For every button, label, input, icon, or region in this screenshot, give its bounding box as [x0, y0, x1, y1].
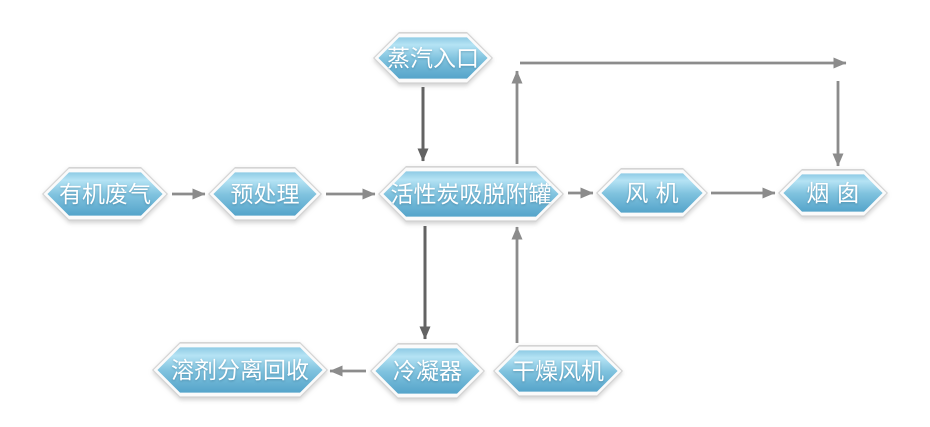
hex-fill [47, 172, 163, 216]
hex-fill [213, 172, 317, 216]
steam-inlet-label: 蒸汽入口 [387, 46, 479, 72]
node-chimney: 烟 囱 [778, 169, 888, 217]
node-pretreatment: 预处理 [208, 167, 322, 221]
node-fan: 风 机 [596, 168, 708, 218]
hex-fill [601, 173, 703, 213]
hex-fill [378, 37, 488, 79]
node-condenser: 冷凝器 [370, 343, 485, 399]
fan-label: 风 机 [625, 181, 678, 207]
node-solvent-recovery: 溶剂分离回收 [152, 342, 328, 398]
hex-fill [375, 348, 480, 394]
hex-fill [498, 350, 618, 392]
node-organic-waste-gas: 有机废气 [42, 167, 168, 221]
solvent-recovery-label: 溶剂分离回收 [171, 358, 309, 384]
node-carbon-tank: 活性炭吸脱附罐 [378, 166, 564, 222]
node-steam-inlet: 蒸汽入口 [373, 32, 493, 84]
organic-waste-gas-label: 有机废气 [59, 182, 151, 208]
hex-fill [157, 347, 323, 393]
hex-fill [383, 171, 559, 217]
pretreatment-label: 预处理 [231, 182, 300, 208]
hex-fill [783, 174, 883, 212]
drying-fan-label: 干燥风机 [512, 359, 604, 385]
carbon-tank-label: 活性炭吸脱附罐 [391, 182, 552, 208]
chimney-label: 烟 囱 [806, 181, 859, 207]
node-drying-fan: 干燥风机 [493, 345, 623, 397]
condenser-label: 冷凝器 [393, 359, 462, 385]
arrows-layer [172, 57, 847, 377]
